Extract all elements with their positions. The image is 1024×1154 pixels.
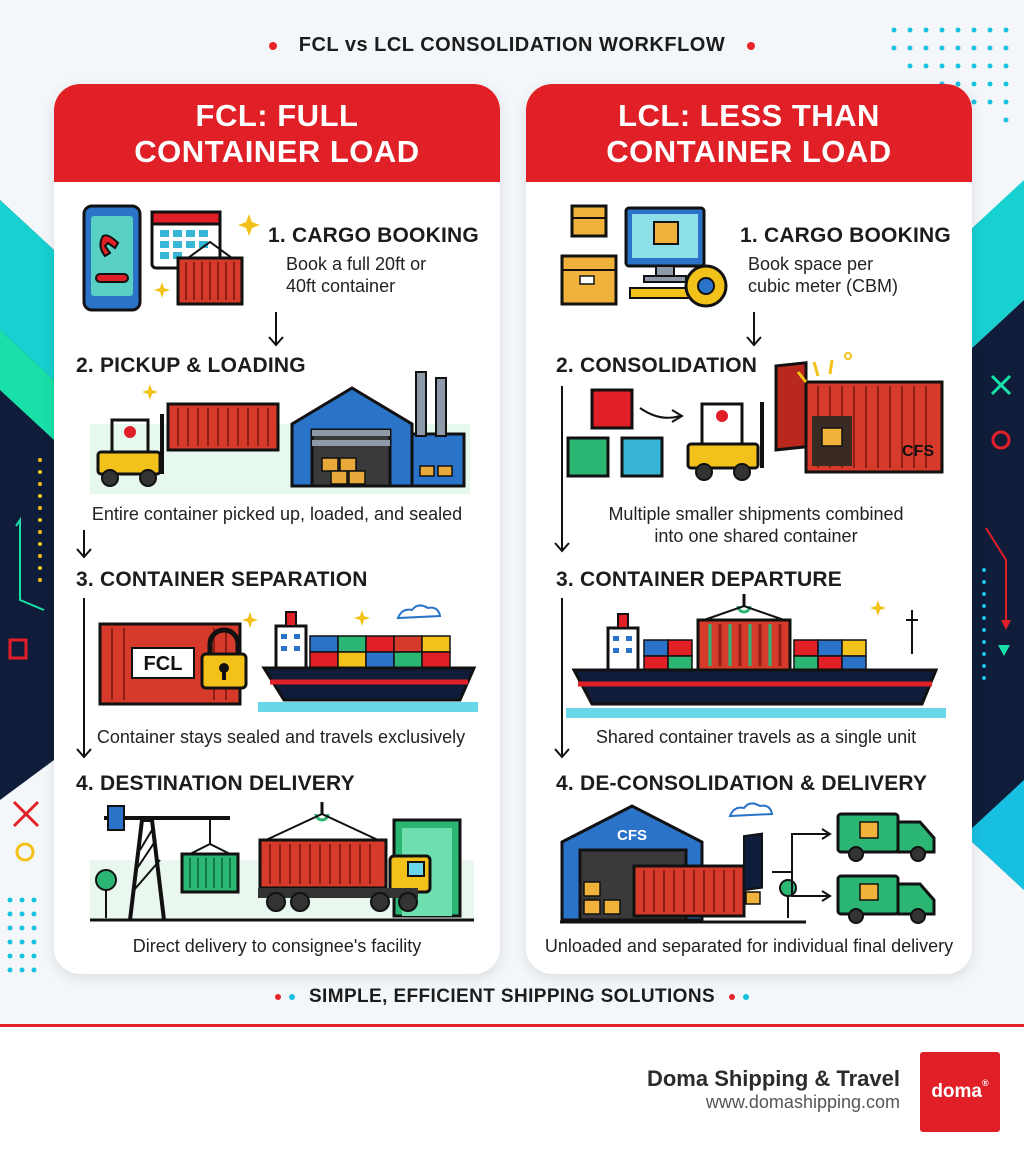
lcl-step4-title: 4. DE-CONSOLIDATION & DELIVERY (556, 772, 928, 795)
lcl-step4-text: Unloaded and separated for individual fi… (544, 936, 954, 956)
fcl-loading-illustration (90, 371, 470, 494)
fcl-step4-title: 4. DESTINATION DELIVERY (76, 772, 355, 795)
fcl-delivery-illustration (90, 802, 474, 922)
fcl-panel-heading: FCL: FULL CONTAINER LOAD (54, 84, 500, 182)
lcl-step1-text-line1: Book space per (748, 254, 874, 274)
fcl-arrow-2 (76, 530, 92, 559)
lcl-step3-timeline (554, 598, 570, 759)
fcl-panel: FCL: FULL CONTAINER LOAD 1. CARGO BOOKIN… (54, 84, 500, 974)
left-decoration (0, 200, 54, 800)
lcl-cfs-warehouse-label: CFS (617, 827, 647, 844)
tagline-dot (729, 993, 736, 1000)
tagline-dot (743, 993, 750, 1000)
fcl-booking-illustration (82, 204, 260, 312)
lcl-consolidation-illustration: CFS (566, 352, 944, 481)
fcl-step2-title: 2. PICKUP & LOADING (76, 354, 306, 377)
brand-logo-text: doma (931, 1081, 983, 1102)
fcl-step1-text: Book a full 20ft or 40ft container (286, 253, 426, 297)
tagline-dot (288, 993, 295, 1000)
lcl-step2-text-line2: into one shared container (654, 526, 858, 546)
lcl-departure-illustration (566, 594, 946, 718)
brand-name: Doma Shipping & Travel (646, 1066, 900, 1091)
lcl-step2-text-line1: Multiple smaller shipments combined (608, 504, 904, 524)
lcl-cfs-label: CFS (902, 443, 934, 460)
right-decoration (970, 180, 1024, 890)
tagline-dot (274, 993, 281, 1000)
title-dot-right (747, 41, 756, 50)
fcl-heading-line2: CONTAINER LOAD (134, 134, 420, 169)
lcl-panel: LCL: LESS THAN CONTAINER LOAD 1. CARGO B… (526, 84, 972, 974)
fcl-step4-text: Direct delivery to consignee's facility (132, 936, 422, 956)
page-title-text: FCL vs LCL CONSOLIDATION WORKFLOW (298, 34, 726, 56)
lcl-step1-text: Book space per cubic meter (CBM) (748, 253, 898, 297)
fcl-step1-title: 1. CARGO BOOKING (268, 224, 479, 247)
lcl-booking-illustration (560, 204, 728, 308)
left-lower-decoration (7, 800, 40, 973)
fcl-step1-text-line1: Book a full 20ft or (286, 254, 427, 274)
lcl-step2-timeline (554, 386, 570, 553)
lcl-heading-line1: LCL: LESS THAN (618, 98, 880, 133)
lcl-arrow-1 (746, 312, 762, 347)
footer: Doma Shipping & Travel www.domashipping.… (0, 1027, 1024, 1154)
fcl-container-label: FCL (144, 653, 183, 675)
lcl-delivery-illustration: CFS (560, 802, 936, 924)
lcl-step2-text: Multiple smaller shipments combined into… (546, 503, 966, 547)
brand-logo: doma® (920, 1052, 1000, 1132)
lcl-step3-text: Shared container travels as a single uni… (595, 727, 917, 747)
title-dot-left (268, 41, 277, 50)
lcl-step2-title: 2. CONSOLIDATION (556, 354, 758, 377)
lcl-step3-title: 3. CONTAINER DEPARTURE (556, 568, 842, 591)
fcl-heading-line1: FCL: FULL (195, 98, 359, 133)
fcl-step3-timeline (76, 598, 92, 759)
lcl-step1-text-line2: cubic meter (CBM) (748, 276, 899, 296)
fcl-arrow-1 (268, 312, 284, 347)
brand-logo-mark: ® (982, 1078, 989, 1088)
lcl-panel-heading: LCL: LESS THAN CONTAINER LOAD (526, 84, 972, 182)
footer-divider (0, 1024, 1024, 1027)
fcl-step2-text: Entire container picked up, loaded, and … (91, 504, 463, 524)
fcl-step1-text-line2: 40ft container (286, 276, 396, 296)
lcl-step1-title: 1. CARGO BOOKING (740, 224, 951, 247)
page-title: FCL vs LCL CONSOLIDATION WORKFLOW (0, 34, 1024, 57)
tagline-text: SIMPLE, EFFICIENT SHIPPING SOLUTIONS (308, 986, 716, 1007)
fcl-step3-text: Container stays sealed and travels exclu… (96, 727, 466, 747)
brand-url[interactable]: www.domashipping.com (705, 1092, 900, 1112)
fcl-step3-title: 3. CONTAINER SEPARATION (76, 568, 368, 591)
fcl-separation-illustration: FCL (98, 604, 478, 712)
tagline: SIMPLE, EFFICIENT SHIPPING SOLUTIONS (0, 986, 1024, 1008)
right-top-dots (891, 27, 1009, 123)
lcl-heading-line2: CONTAINER LOAD (606, 134, 892, 169)
